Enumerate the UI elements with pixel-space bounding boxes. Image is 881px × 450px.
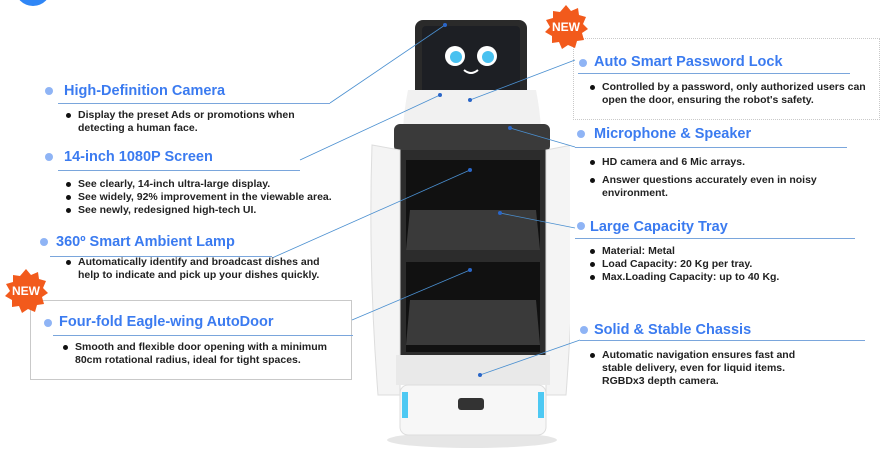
feature-title: Solid & Stable Chassis — [594, 322, 752, 338]
feature-item: Load Capacity: 20 Kg per tray. — [588, 258, 838, 271]
divider — [580, 340, 865, 341]
feature-title: Four-fold Eagle-wing AutoDoor — [59, 314, 274, 330]
feature-door: Four-fold Eagle-wing AutoDoor Smooth and… — [30, 300, 353, 380]
new-badge: NEW — [543, 4, 589, 50]
bullet-dot — [580, 326, 588, 334]
bullet-dot — [579, 59, 587, 67]
feature-lock: Auto Smart Password Lock Controlled by a… — [573, 38, 880, 120]
feature-item: Display the preset Ads or promotions whe… — [64, 109, 314, 135]
divider — [58, 170, 300, 171]
divider — [58, 103, 330, 104]
divider — [53, 335, 353, 336]
feature-item: Automatic navigation ensures fast and st… — [588, 349, 828, 375]
feature-item: Automatically identify and broadcast dis… — [64, 256, 344, 282]
feature-title: Microphone & Speaker — [594, 126, 752, 142]
divider — [50, 256, 272, 257]
bullet-dot — [44, 319, 52, 327]
feature-item: Smooth and flexible door opening with a … — [61, 341, 351, 367]
logo-circle — [15, 0, 51, 6]
bullet-dot — [40, 238, 48, 246]
robot-illustration — [370, 20, 570, 448]
feature-title: High-Definition Camera — [64, 83, 226, 99]
feature-item: Answer questions accurately even in nois… — [588, 174, 838, 200]
divider — [578, 73, 850, 74]
feature-item: HD camera and 6 Mic arrays. — [588, 156, 838, 169]
feature-title: 14-inch 1080P Screen — [64, 149, 213, 165]
feature-title: Auto Smart Password Lock — [594, 54, 783, 70]
divider — [575, 238, 855, 239]
feature-title: Large Capacity Tray — [590, 219, 728, 235]
divider — [575, 147, 847, 148]
feature-item: See newly, redesigned high-tech UI. — [64, 204, 364, 217]
feature-item: Max.Loading Capacity: up to 40 Kg. — [588, 271, 838, 284]
bullet-dot — [45, 153, 53, 161]
feature-item: Material: Metal — [588, 245, 838, 258]
feature-item: RGBDx3 depth camera. — [602, 375, 719, 387]
feature-item: See clearly, 14-inch ultra-large display… — [64, 178, 364, 191]
bullet-dot — [45, 87, 53, 95]
bullet-dot — [577, 222, 585, 230]
feature-item: Controlled by a password, only authorize… — [588, 81, 878, 107]
bullet-dot — [577, 130, 585, 138]
new-badge: NEW — [3, 268, 49, 314]
feature-title: 360º Smart Ambient Lamp — [56, 234, 235, 250]
feature-item: See widely, 92% improvement in the viewa… — [64, 191, 364, 204]
